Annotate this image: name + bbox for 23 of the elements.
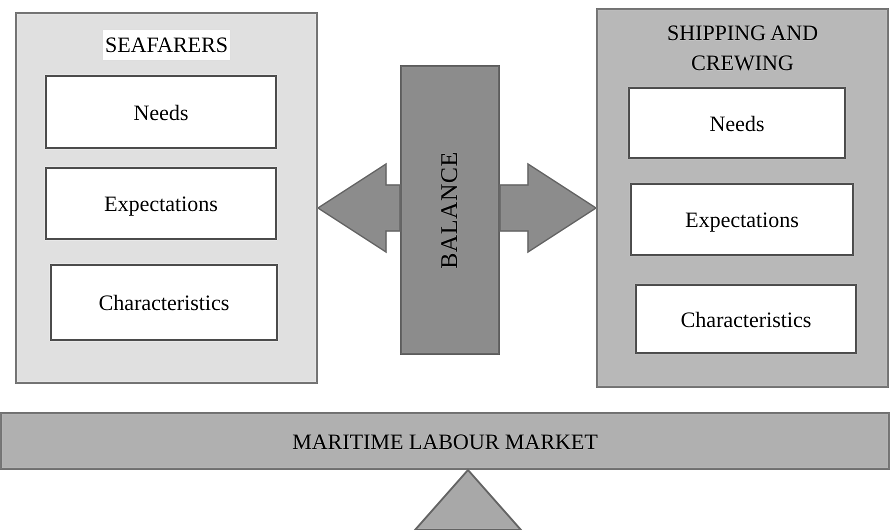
item-box bbox=[635, 284, 857, 354]
item-label: Expectations bbox=[685, 206, 799, 234]
item-box bbox=[628, 87, 846, 159]
group-panel bbox=[15, 12, 318, 384]
block-arrow bbox=[499, 162, 598, 254]
item-box bbox=[50, 264, 278, 341]
balance-bar bbox=[400, 65, 500, 355]
item-box bbox=[630, 183, 854, 256]
group-panel bbox=[596, 8, 889, 388]
item-label: Characteristics bbox=[98, 289, 230, 317]
item-box bbox=[45, 167, 277, 240]
block-arrow bbox=[316, 162, 401, 254]
item-label: Expectations bbox=[104, 190, 218, 218]
fulcrum-triangle bbox=[415, 470, 521, 530]
item-box bbox=[45, 75, 277, 149]
balance-label: BALANCE bbox=[436, 151, 464, 269]
panel-title: SHIPPING AND CREWING bbox=[666, 19, 819, 77]
item-label: Needs bbox=[134, 98, 188, 126]
market-beam bbox=[0, 412, 890, 470]
item-label: Characteristics bbox=[680, 306, 812, 334]
panel-title: SEAFARERS bbox=[102, 30, 230, 60]
market-label: MARITIME LABOUR MARKET bbox=[292, 428, 598, 456]
item-label: Needs bbox=[710, 110, 764, 138]
